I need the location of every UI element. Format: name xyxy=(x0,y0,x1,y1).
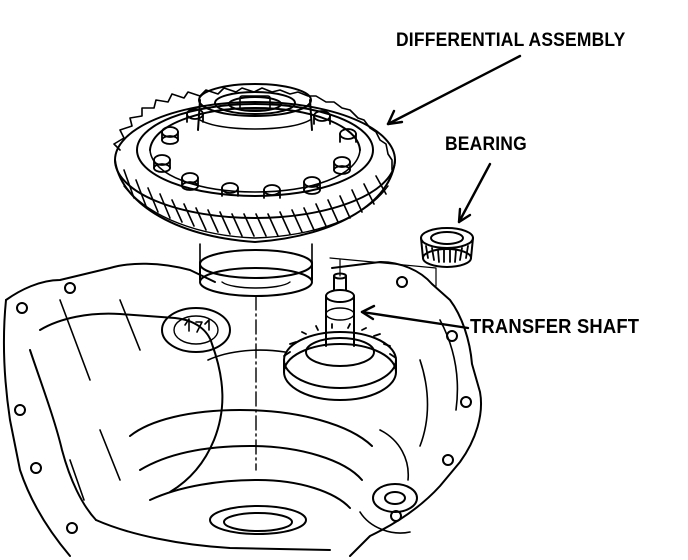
transmission-housing xyxy=(2,261,482,557)
label-bearing: BEARING xyxy=(445,134,527,155)
arrow-differential xyxy=(386,54,522,126)
differential-assembly xyxy=(113,83,396,471)
transfer-shaft xyxy=(283,272,397,401)
label-differential-assembly: DIFFERENTIAL ASSEMBLY xyxy=(396,30,626,51)
arrow-bearing xyxy=(457,162,492,224)
leader-arrows xyxy=(360,54,522,330)
bearing xyxy=(329,227,474,287)
arrow-transfer-shaft xyxy=(360,310,470,330)
label-transfer-shaft: TRANSFER SHAFT xyxy=(470,316,640,338)
